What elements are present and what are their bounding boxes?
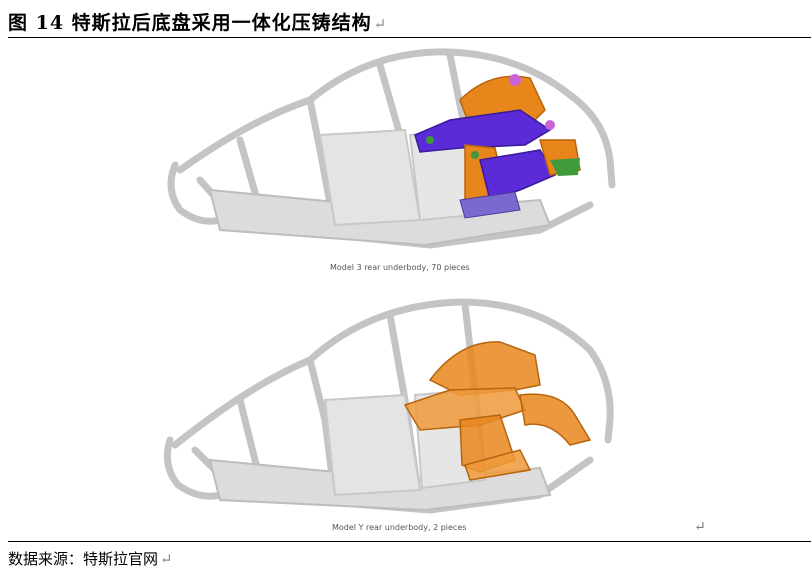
- modely-floor: [208, 388, 552, 512]
- figure-title-text: 图 14 特斯拉后底盘采用一体化压铸结构: [8, 12, 372, 34]
- figure-image: Model 3 rear underbody, 70 pieces Model …: [120, 40, 640, 540]
- source-text: 数据来源：特斯拉官网: [8, 550, 159, 568]
- caption-model3: Model 3 rear underbody, 70 pieces: [330, 263, 470, 272]
- return-mark-icon: ↵: [160, 550, 173, 568]
- model3-rear-parts: [414, 74, 581, 219]
- bottom-rule: [8, 541, 811, 542]
- paragraph-return-icon: ↵: [694, 519, 706, 535]
- modely-rear-casting: [403, 341, 592, 481]
- car-underbody-illustration: [163, 48, 616, 514]
- caption-modely: Model Y rear underbody, 2 pieces: [332, 523, 467, 532]
- return-mark-icon: ↵: [373, 15, 388, 33]
- figure-header: 图 14 特斯拉后底盘采用一体化压铸结构↵: [0, 0, 812, 38]
- top-rule: [8, 37, 811, 38]
- figure-title: 图 14 特斯拉后底盘采用一体化压铸结构↵: [8, 8, 387, 35]
- source-note: 数据来源：特斯拉官网↵: [8, 548, 173, 569]
